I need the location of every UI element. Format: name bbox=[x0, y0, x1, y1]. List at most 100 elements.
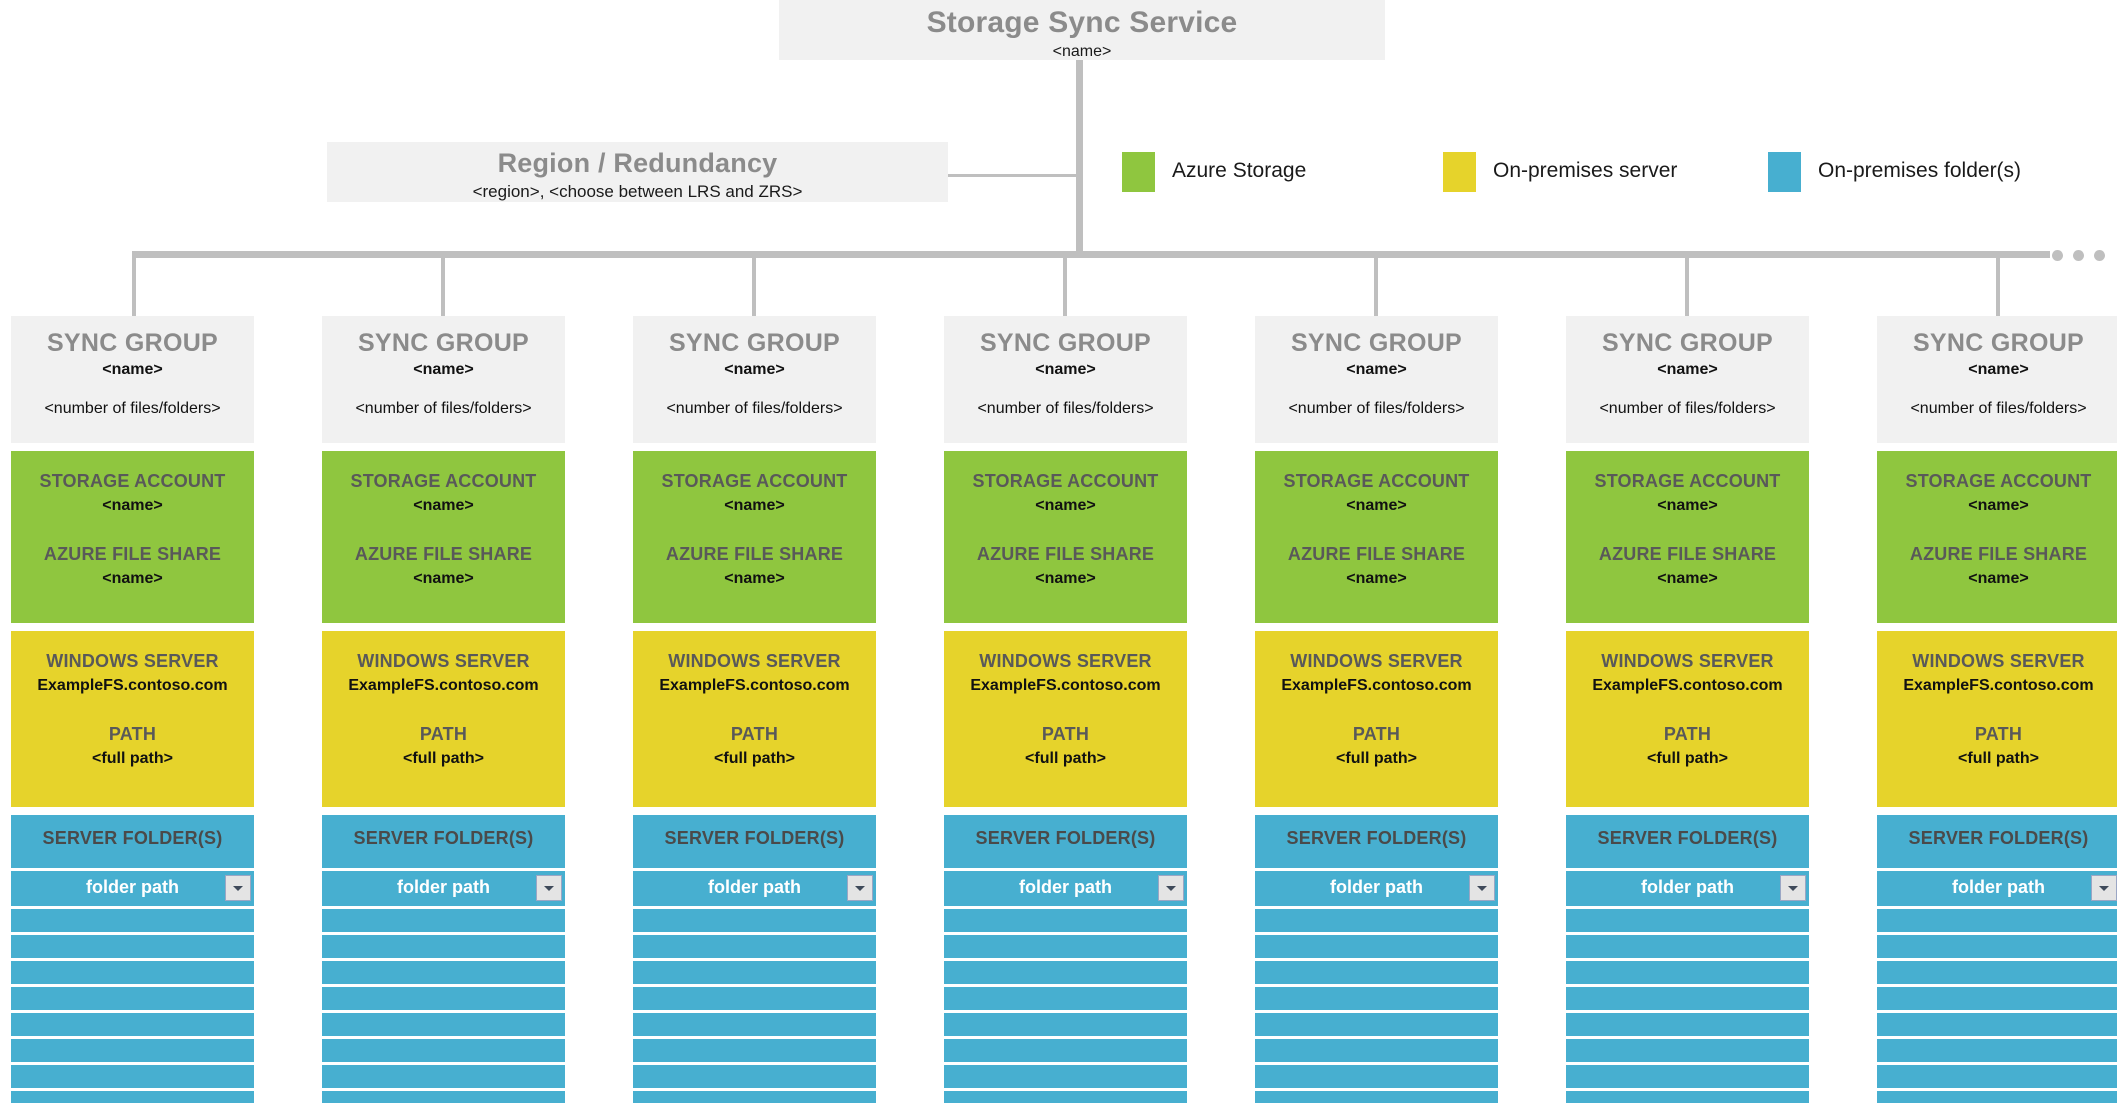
azure-storage-box[interactable]: STORAGE ACCOUNT<name>AZURE FILE SHARE<na… bbox=[322, 451, 565, 623]
folder-row-empty[interactable] bbox=[322, 1088, 565, 1103]
azure-storage-box[interactable]: STORAGE ACCOUNT<name>AZURE FILE SHARE<na… bbox=[944, 451, 1187, 623]
folder-row-empty[interactable] bbox=[1566, 932, 1809, 958]
folder-row-empty[interactable] bbox=[11, 1036, 254, 1062]
folder-row-empty[interactable] bbox=[1877, 906, 2117, 932]
sync-group-box[interactable]: SYNC GROUP<name><number of files/folders… bbox=[1255, 316, 1498, 443]
folder-row-empty[interactable] bbox=[944, 906, 1187, 932]
folder-row-empty[interactable] bbox=[1877, 1062, 2117, 1088]
folder-row-empty[interactable] bbox=[1566, 906, 1809, 932]
chevron-down-icon bbox=[855, 886, 865, 891]
folder-row-empty[interactable] bbox=[944, 1088, 1187, 1103]
folder-row-empty[interactable] bbox=[1255, 1062, 1498, 1088]
windows-server-value: ExampleFS.contoso.com bbox=[970, 677, 1161, 694]
sync-group-box[interactable]: SYNC GROUP<name><number of files/folders… bbox=[1877, 316, 2117, 443]
folder-row-empty[interactable] bbox=[1566, 1062, 1809, 1088]
folder-row-empty[interactable] bbox=[1877, 1036, 2117, 1062]
sync-group-file-count: <number of files/folders> bbox=[666, 400, 843, 417]
folder-row-empty[interactable] bbox=[11, 1088, 254, 1103]
folder-path-row[interactable]: folder path bbox=[944, 868, 1187, 906]
folder-path-row[interactable]: folder path bbox=[322, 868, 565, 906]
folder-path-row[interactable]: folder path bbox=[1255, 868, 1498, 906]
folder-row-empty[interactable] bbox=[322, 984, 565, 1010]
folder-row-empty[interactable] bbox=[633, 906, 876, 932]
folder-row-empty[interactable] bbox=[944, 1036, 1187, 1062]
sync-group-box[interactable]: SYNC GROUP<name><number of files/folders… bbox=[633, 316, 876, 443]
folder-row-empty[interactable] bbox=[322, 958, 565, 984]
folder-path-dropdown-button[interactable] bbox=[1780, 875, 1806, 901]
folder-row-empty[interactable] bbox=[1255, 1010, 1498, 1036]
folder-row-empty[interactable] bbox=[633, 932, 876, 958]
folder-row-empty[interactable] bbox=[322, 906, 565, 932]
folder-row-empty[interactable] bbox=[1877, 932, 2117, 958]
folder-row-empty[interactable] bbox=[1877, 958, 2117, 984]
folder-row-empty[interactable] bbox=[944, 1010, 1187, 1036]
folder-row-empty[interactable] bbox=[1566, 958, 1809, 984]
folder-path-dropdown-button[interactable] bbox=[225, 875, 251, 901]
folder-row-empty[interactable] bbox=[633, 1010, 876, 1036]
storage-account-label: STORAGE ACCOUNT bbox=[661, 471, 848, 491]
folder-row-empty[interactable] bbox=[944, 958, 1187, 984]
folder-path-dropdown-button[interactable] bbox=[847, 875, 873, 901]
folder-row-empty[interactable] bbox=[11, 958, 254, 984]
server-folders-box: SERVER FOLDER(S)folder path bbox=[1877, 815, 2117, 1103]
folder-row-empty[interactable] bbox=[633, 984, 876, 1010]
folder-row-empty[interactable] bbox=[1566, 1010, 1809, 1036]
azure-storage-box[interactable]: STORAGE ACCOUNT<name>AZURE FILE SHARE<na… bbox=[633, 451, 876, 623]
folder-path-row[interactable]: folder path bbox=[633, 868, 876, 906]
folder-row-empty[interactable] bbox=[633, 958, 876, 984]
folder-row-empty[interactable] bbox=[322, 1062, 565, 1088]
folder-path-row[interactable]: folder path bbox=[11, 868, 254, 906]
sync-group-box[interactable]: SYNC GROUP<name><number of files/folders… bbox=[1566, 316, 1809, 443]
connector-bus-horizontal bbox=[132, 251, 2050, 258]
folder-row-empty[interactable] bbox=[633, 1062, 876, 1088]
folder-path-dropdown-button[interactable] bbox=[2091, 875, 2117, 901]
folder-row-empty[interactable] bbox=[633, 1088, 876, 1103]
folder-row-empty[interactable] bbox=[944, 1062, 1187, 1088]
folder-row-empty[interactable] bbox=[1566, 1088, 1809, 1103]
folder-list: folder path bbox=[1255, 868, 1498, 1103]
sync-group-box[interactable]: SYNC GROUP<name><number of files/folders… bbox=[11, 316, 254, 443]
folder-row-empty[interactable] bbox=[322, 1036, 565, 1062]
folder-row-empty[interactable] bbox=[1877, 1010, 2117, 1036]
folder-row-empty[interactable] bbox=[944, 932, 1187, 958]
folder-row-empty[interactable] bbox=[1255, 1036, 1498, 1062]
sync-group-box[interactable]: SYNC GROUP<name><number of files/folders… bbox=[322, 316, 565, 443]
sync-group-file-count: <number of files/folders> bbox=[355, 400, 532, 417]
folder-path-dropdown-button[interactable] bbox=[1469, 875, 1495, 901]
azure-storage-box[interactable]: STORAGE ACCOUNT<name>AZURE FILE SHARE<na… bbox=[1255, 451, 1498, 623]
folder-row-empty[interactable] bbox=[11, 1010, 254, 1036]
folder-row-empty[interactable] bbox=[1877, 1088, 2117, 1103]
sync-group-box[interactable]: SYNC GROUP<name><number of files/folders… bbox=[944, 316, 1187, 443]
azure-storage-box[interactable]: STORAGE ACCOUNT<name>AZURE FILE SHARE<na… bbox=[11, 451, 254, 623]
folder-row-empty[interactable] bbox=[1255, 932, 1498, 958]
folder-row-empty[interactable] bbox=[1566, 984, 1809, 1010]
folder-row-empty[interactable] bbox=[322, 932, 565, 958]
folder-path-dropdown-button[interactable] bbox=[1158, 875, 1184, 901]
folder-path-dropdown-button[interactable] bbox=[536, 875, 562, 901]
folder-row-empty[interactable] bbox=[1566, 1036, 1809, 1062]
folder-row-empty[interactable] bbox=[11, 906, 254, 932]
folder-path-row[interactable]: folder path bbox=[1877, 868, 2117, 906]
folder-row-empty[interactable] bbox=[1255, 984, 1498, 1010]
azure-storage-box[interactable]: STORAGE ACCOUNT<name>AZURE FILE SHARE<na… bbox=[1566, 451, 1809, 623]
folder-row-empty[interactable] bbox=[322, 1010, 565, 1036]
folder-row-empty[interactable] bbox=[11, 984, 254, 1010]
folder-row-empty[interactable] bbox=[11, 1062, 254, 1088]
azure-storage-box[interactable]: STORAGE ACCOUNT<name>AZURE FILE SHARE<na… bbox=[1877, 451, 2117, 623]
folder-path-row[interactable]: folder path bbox=[1566, 868, 1809, 906]
folder-row-empty[interactable] bbox=[1255, 1088, 1498, 1103]
folder-row-empty[interactable] bbox=[944, 984, 1187, 1010]
folder-row-empty[interactable] bbox=[633, 1036, 876, 1062]
folder-row-empty[interactable] bbox=[1255, 958, 1498, 984]
folder-row-empty[interactable] bbox=[11, 932, 254, 958]
folder-row-empty[interactable] bbox=[1255, 906, 1498, 932]
folder-row-empty[interactable] bbox=[1877, 984, 2117, 1010]
folder-list: folder path bbox=[1566, 868, 1809, 1103]
